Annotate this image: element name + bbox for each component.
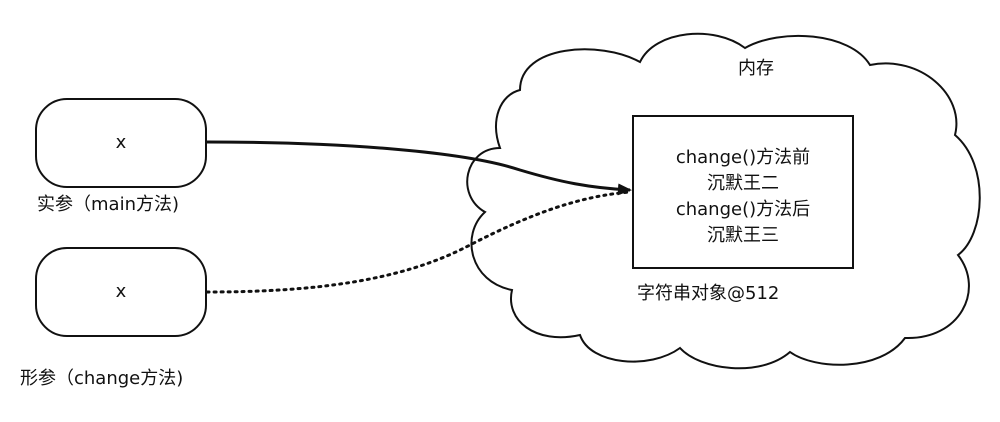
actual-param-variable: x <box>115 132 127 153</box>
memory-title: 内存 <box>738 58 774 79</box>
formal-param-label: 形参（change方法) <box>20 368 184 389</box>
object-line: 沉默王二 <box>707 173 779 194</box>
actual-param-node: x <box>35 98 207 188</box>
reference-arrow-actual <box>206 140 632 196</box>
object-line: 沉默王三 <box>707 225 779 246</box>
object-line: change()方法前 <box>675 147 811 168</box>
formal-param-variable: x <box>115 281 127 302</box>
object-line: change()方法后 <box>675 199 811 220</box>
actual-param-label: 实参（main方法) <box>37 194 179 215</box>
reference-arrow-formal <box>205 190 632 294</box>
formal-param-node: x <box>35 247 207 337</box>
string-object-content: change()方法前 沉默王二 change()方法后 沉默王三 <box>634 145 852 249</box>
string-object-box: change()方法前 沉默王二 change()方法后 沉默王三 <box>632 115 854 269</box>
string-object-label: 字符串对象@512 <box>637 283 780 304</box>
